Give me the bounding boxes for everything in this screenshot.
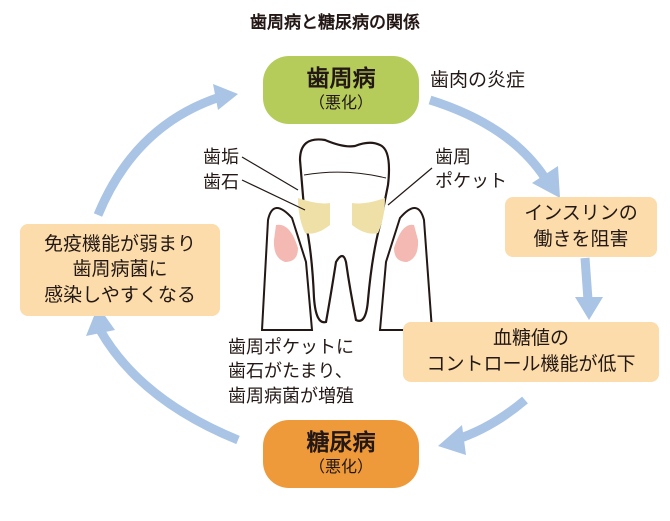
insulin-line-1: インスリンの <box>524 202 638 225</box>
arrow-to-immune-head <box>86 306 115 336</box>
arrow-to-diabetes <box>453 396 528 445</box>
periodontal-name: 歯周病 <box>306 65 376 92</box>
pocket-label: 歯周 ポケット <box>435 146 507 195</box>
insulin-box: インスリンの 働きを阻害 <box>505 197 657 257</box>
pocket-note-line-1: 歯周ポケットに <box>228 337 354 358</box>
insulin-line-2: 働きを阻害 <box>533 228 629 250</box>
immune-line-3: 感染しやすくなる <box>44 283 196 306</box>
arrow-to-periodontal <box>93 92 222 217</box>
pocket-label-line-2: ポケット <box>435 171 507 193</box>
arrow-to-glucose <box>580 257 593 301</box>
tartar-right <box>352 198 385 234</box>
pointer-tartar <box>241 179 306 211</box>
arrow-to-insulin-head <box>532 166 560 198</box>
pocket-note: 歯周ポケットに 歯石がたまり、 歯周病菌が増殖 <box>228 336 354 409</box>
immune-box: 免疫機能が弱まり 歯周病菌に 感染しやすくなる <box>20 224 220 316</box>
immune-line-2: 歯周病菌に <box>72 258 168 281</box>
tooth <box>298 138 391 324</box>
arrow-to-immune <box>96 327 240 445</box>
periodontal-node: 歯周病 （悪化） <box>263 56 419 124</box>
pocket-label-line-1: 歯周 <box>435 147 471 168</box>
diabetes-node: 糖尿病 （悪化） <box>263 420 419 488</box>
diagram-title: 歯周病と糖尿病の関係 <box>250 13 420 33</box>
periodontal-state: （悪化） <box>308 93 373 113</box>
immune-line-1: 免疫機能が弱まり <box>43 232 196 255</box>
pointer-pocket <box>387 167 433 206</box>
pocket-note-line-2: 歯石がたまり、 <box>228 361 353 383</box>
arrow-to-periodontal-head <box>213 84 238 110</box>
diabetes-name: 糖尿病 <box>306 429 376 456</box>
tartar-label: 歯石 <box>203 172 239 193</box>
diabetes-state: （悪化） <box>308 457 373 477</box>
arrow-to-glucose-head <box>575 297 603 320</box>
pocket-note-line-3: 歯周病菌が増殖 <box>228 385 354 407</box>
glucose-line-2: コントロール機能が低下 <box>426 353 636 375</box>
pointer-plaque <box>241 156 299 191</box>
enamel-line <box>303 171 387 179</box>
glucose-box: 血糖値の コントロール機能が低下 <box>403 322 659 382</box>
gum-inflammation-label: 歯肉の炎症 <box>430 69 526 91</box>
glucose-line-1: 血糖値の <box>492 327 569 350</box>
arrow-to-diabetes-head <box>438 425 466 455</box>
tooth-illustration <box>241 138 434 331</box>
gum-left-inflamed <box>273 224 298 262</box>
arrow-to-insulin <box>428 95 549 181</box>
gum-right-inflamed <box>394 224 419 262</box>
plaque-label: 歯垢 <box>203 147 239 168</box>
gum-right <box>378 207 434 331</box>
tartar-left <box>298 198 330 234</box>
